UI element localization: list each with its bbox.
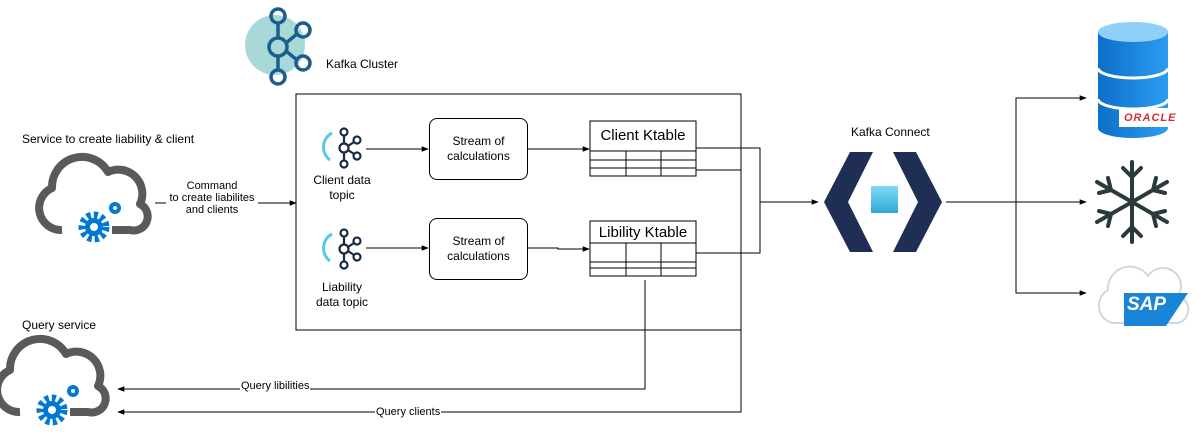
stream-of-calculations-client: Stream of calculations: [429, 118, 528, 180]
edge-client-ktable-to-connect: [696, 147, 819, 205]
edge-to-oracle: [1015, 95, 1087, 202]
query-liabilities-label: Query libilities: [240, 379, 311, 393]
oracle-logo-text: ORACLE: [1124, 112, 1177, 124]
edge-liability-ktable-query: [117, 280, 646, 392]
kafka-cluster-label: Kafka Cluster: [326, 57, 399, 71]
liability-ktable-title: Libility Ktable: [598, 224, 688, 241]
sap-icon: [1097, 265, 1190, 326]
liability-ktable: [589, 220, 697, 277]
query-service-label: Query service: [22, 318, 97, 332]
kafka-connect-icon: [824, 152, 942, 252]
edge-liability-ktable-to-connect: [696, 202, 761, 254]
kafka-connect-label: Kafka Connect: [851, 125, 930, 139]
liability-topic-icon: [322, 228, 362, 270]
edge-to-sap: [1015, 202, 1087, 296]
query-clients-label: Query clients: [375, 405, 442, 419]
liability-topic-label: Liability data topic: [315, 280, 369, 309]
client-topic-icon: [322, 127, 362, 169]
command-edge-label: Command to create liabilites and clients: [166, 180, 258, 216]
client-topic-label: Client data topic: [313, 173, 371, 202]
stream-of-calculations-liability: Stream of calculations: [429, 218, 528, 280]
edge-stream-to-liability-ktable: [527, 246, 590, 252]
sap-logo-text: SAP: [1127, 294, 1167, 315]
service-create-cloud-icon: [35, 152, 152, 243]
service-create-label: Service to create liability & client: [22, 132, 195, 146]
oracle-database-icon: [1096, 22, 1185, 138]
query-service-cloud-icon: [0, 334, 110, 426]
snowflake-icon: [1095, 160, 1169, 244]
client-ktable-title: Client Ktable: [600, 127, 686, 144]
kafka-cluster-icon: [245, 7, 312, 86]
